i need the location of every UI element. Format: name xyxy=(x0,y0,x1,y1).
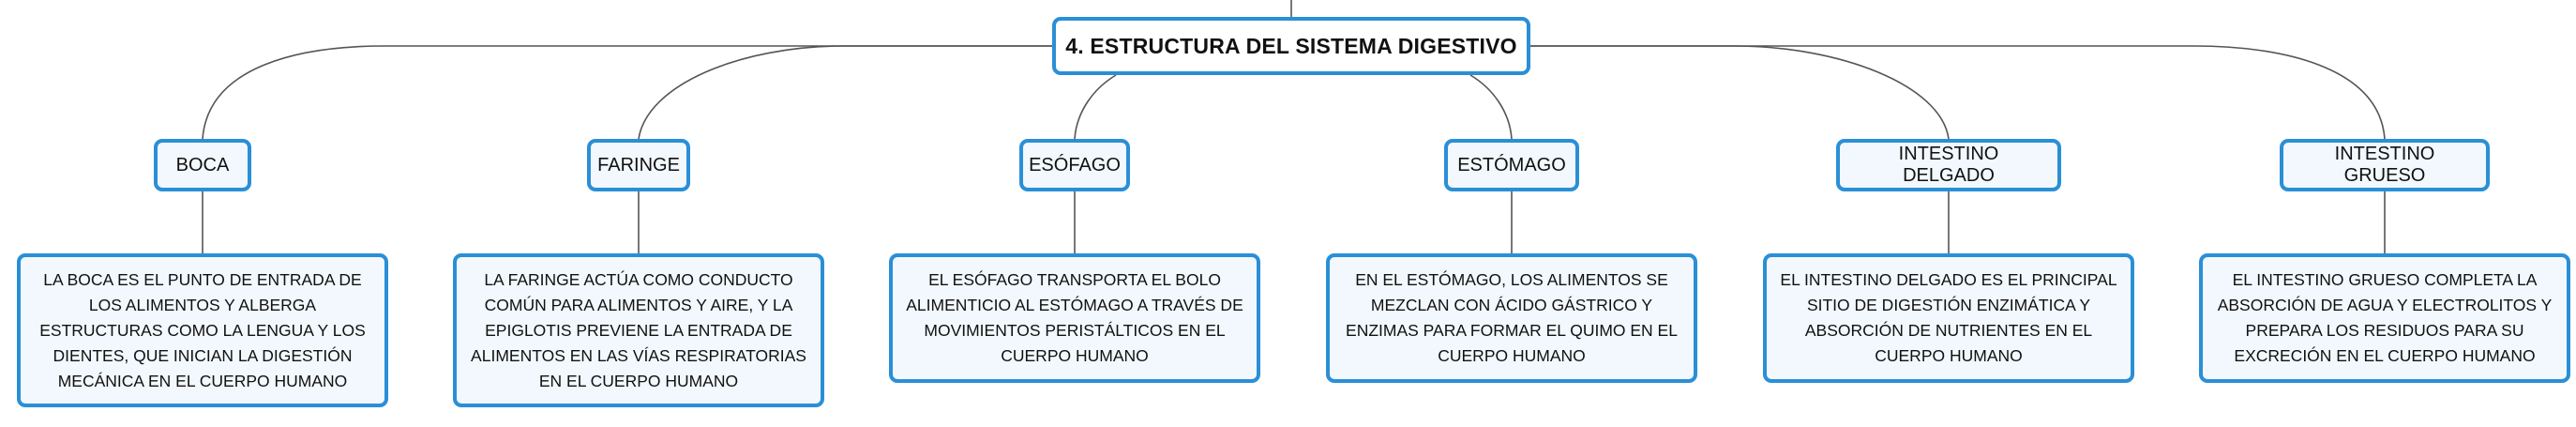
connector-intestino-delgado xyxy=(1530,45,1950,140)
detail-intestino-delgado[interactable]: EL INTESTINO DELGADO ES EL PRINCIPAL SIT… xyxy=(1763,253,2134,383)
detail-text: EL ESÓFAGO TRANSPORTA EL BOLO ALIMENTICI… xyxy=(906,270,1243,365)
detail-text: EL INTESTINO DELGADO ES EL PRINCIPAL SIT… xyxy=(1780,270,2117,365)
detail-faringe[interactable]: LA FARINGE ACTÚA COMO CONDUCTO COMÚN PAR… xyxy=(453,253,824,407)
branch-label: FARINGE xyxy=(597,154,680,175)
branch-label: BOCA xyxy=(175,154,230,175)
connector-faringe xyxy=(638,45,1052,140)
branch-label: ESÓFAGO xyxy=(1029,154,1121,175)
detail-text: LA BOCA ES EL PUNTO DE ENTRADA DE LOS AL… xyxy=(39,269,366,390)
branch-faringe[interactable]: FARINGE xyxy=(587,139,690,191)
branch-label: ESTÓMAGO xyxy=(1457,154,1566,175)
connector-boca xyxy=(202,45,1052,140)
detail-esofago[interactable]: EL ESÓFAGO TRANSPORTA EL BOLO ALIMENTICI… xyxy=(889,253,1260,383)
connector-esofago xyxy=(1074,74,1117,140)
detail-estomago[interactable]: EN EL ESTÓMAGO, LOS ALIMENTOS SE MEZCLAN… xyxy=(1326,253,1697,383)
root-title: 4. ESTRUCTURA DEL SISTEMA DIGESTIVO xyxy=(1065,33,1517,58)
branch-label: INTESTINO GRUESO xyxy=(2334,144,2435,186)
branch-boca[interactable]: BOCA xyxy=(154,139,251,191)
branch-label: INTESTINO DELGADO xyxy=(1898,144,1999,186)
root-topic[interactable]: 4. ESTRUCTURA DEL SISTEMA DIGESTIVO xyxy=(1052,17,1530,75)
branch-estomago[interactable]: ESTÓMAGO xyxy=(1444,139,1579,191)
detail-intestino-grueso[interactable]: EL INTESTINO GRUESO COMPLETA LA ABSORCIÓ… xyxy=(2199,253,2570,383)
branch-intestino-grueso[interactable]: INTESTINO GRUESO xyxy=(2280,139,2490,191)
connector-intestino-grueso xyxy=(1530,45,2386,140)
branch-intestino-delgado[interactable]: INTESTINO DELGADO xyxy=(1836,139,2061,191)
branch-esofago[interactable]: ESÓFAGO xyxy=(1019,139,1130,191)
connector-estomago xyxy=(1469,74,1513,140)
detail-boca[interactable]: LA BOCA ES EL PUNTO DE ENTRADA DE LOS AL… xyxy=(17,253,388,407)
detail-text: EL INTESTINO GRUESO COMPLETA LA ABSORCIÓ… xyxy=(2217,270,2553,365)
detail-text: LA FARINGE ACTÚA COMO CONDUCTO COMÚN PAR… xyxy=(471,269,806,390)
detail-text: EN EL ESTÓMAGO, LOS ALIMENTOS SE MEZCLAN… xyxy=(1346,270,1678,365)
